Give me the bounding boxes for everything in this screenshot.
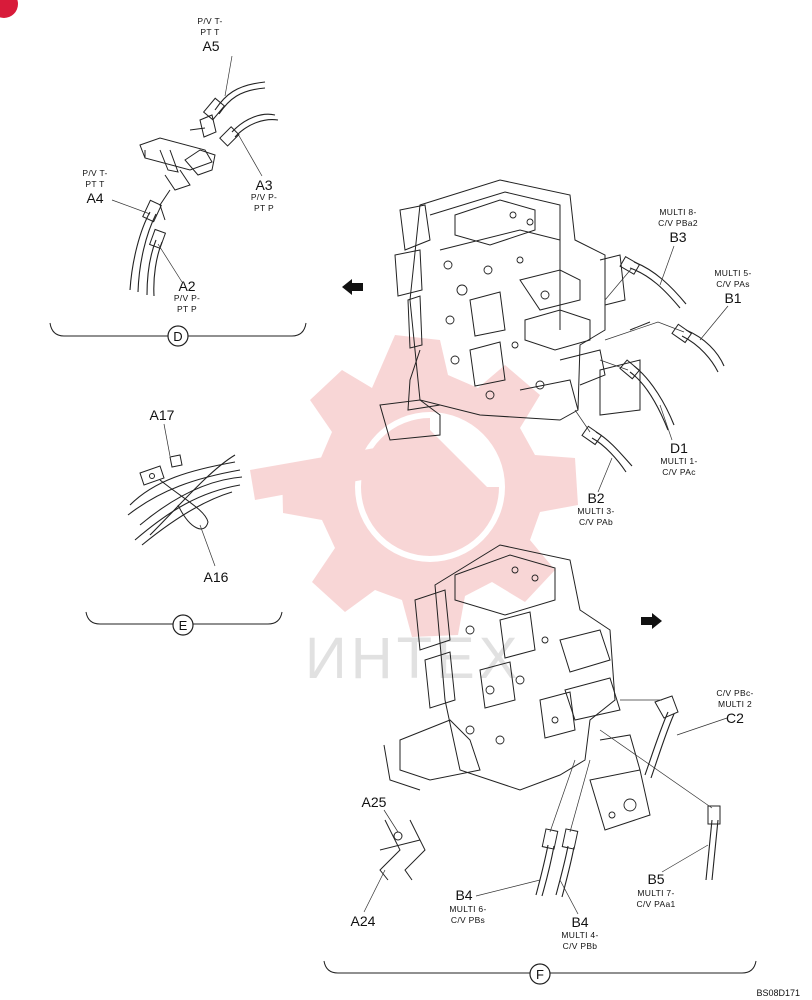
hoses-upper-valve — [574, 255, 725, 473]
svg-text:MULTI 4-: MULTI 4- — [561, 930, 598, 940]
callout-b1: MULTI 5- C/V PAs B1 — [714, 268, 751, 306]
svg-text:PT T: PT T — [200, 27, 219, 37]
view-bracket-e: E — [85, 611, 283, 636]
callout-b2: B2 MULTI 3- C/V PAb — [577, 490, 614, 527]
svg-text:PT T: PT T — [85, 179, 104, 189]
svg-text:C2: C2 — [726, 710, 744, 726]
svg-text:A2: A2 — [178, 278, 195, 294]
callout-a5: P/V T- PT T A5 — [197, 16, 222, 54]
callout-a24: A24 — [351, 913, 376, 929]
drawing-code: BS08D171 — [756, 988, 800, 998]
svg-text:MULTI 7-: MULTI 7- — [637, 888, 674, 898]
callout-b4-pbb: B4 MULTI 4- C/V PBb — [561, 914, 598, 951]
svg-text:MULTI 5-: MULTI 5- — [714, 268, 751, 278]
callout-b3: MULTI 8- C/V PBa2 B3 — [658, 207, 698, 245]
watermark-text: ИНТЕХ — [305, 626, 521, 691]
svg-text:B3: B3 — [669, 229, 686, 245]
svg-text:A16: A16 — [204, 569, 229, 585]
detail-d: P/V T- PT T A5 A3 P/V P- PT P P/V T- PT … — [49, 16, 307, 347]
svg-text:C/V PAb: C/V PAb — [579, 517, 613, 527]
view-bracket-f: F — [323, 960, 757, 985]
svg-text:C/V PAa1: C/V PAa1 — [636, 899, 675, 909]
svg-text:A4: A4 — [86, 190, 103, 206]
svg-text:A3: A3 — [255, 177, 272, 193]
callout-a4: P/V T- PT T A4 — [82, 168, 107, 206]
svg-text:C/V PBs: C/V PBs — [451, 915, 485, 925]
control-valve-lower — [383, 544, 651, 831]
svg-text:MULTI 1-: MULTI 1- — [660, 456, 697, 466]
detail-e-harness — [127, 454, 243, 546]
callout-c2: C/V PBc- MULTI 2 C2 — [716, 688, 753, 726]
svg-text:PT P: PT P — [254, 203, 274, 213]
svg-text:A25: A25 — [362, 794, 387, 810]
watermark-logo: ИНТЕХ — [250, 335, 578, 691]
callout-a17: A17 — [150, 407, 175, 423]
view-label-f: F — [536, 967, 544, 982]
svg-text:B5: B5 — [647, 871, 664, 887]
svg-text:B2: B2 — [587, 490, 604, 506]
view-bracket-d: D — [49, 322, 307, 347]
svg-text:MULTI 6-: MULTI 6- — [449, 904, 486, 914]
callout-a2: A2 P/V P- PT P — [174, 278, 200, 314]
svg-text:A17: A17 — [150, 407, 175, 423]
svg-text:C/V PBb: C/V PBb — [563, 941, 598, 951]
svg-text:B1: B1 — [724, 290, 741, 306]
callout-a16: A16 — [204, 569, 229, 585]
svg-text:A5: A5 — [202, 38, 219, 54]
view-label-e: E — [179, 618, 188, 633]
svg-text:P/V T-: P/V T- — [197, 16, 222, 26]
detail-d-assembly — [139, 114, 217, 221]
svg-text:B4: B4 — [455, 887, 472, 903]
svg-text:PT P: PT P — [177, 304, 197, 314]
svg-text:C/V PAc: C/V PAc — [662, 467, 696, 477]
control-valve-upper — [379, 179, 651, 441]
corner-marker — [0, 0, 18, 18]
callout-a25: A25 — [362, 794, 387, 810]
callout-d1: D1 MULTI 1- C/V PAc — [660, 440, 697, 477]
arrow-right-icon — [641, 613, 662, 629]
arrow-left-icon — [342, 279, 363, 295]
callout-b5: B5 MULTI 7- C/V PAa1 — [636, 871, 675, 909]
callout-a3: A3 P/V P- PT P — [251, 177, 277, 213]
svg-text:C/V PBc-: C/V PBc- — [716, 688, 753, 698]
svg-text:P/V P-: P/V P- — [174, 293, 200, 303]
svg-text:B4: B4 — [571, 914, 588, 930]
detail-d-hoses — [129, 81, 279, 297]
svg-text:MULTI 3-: MULTI 3- — [577, 506, 614, 516]
svg-text:C/V PBa2: C/V PBa2 — [658, 218, 698, 228]
svg-text:C/V PAs: C/V PAs — [716, 279, 750, 289]
svg-text:MULTI 2: MULTI 2 — [718, 699, 752, 709]
detail-e: A17 A16 E — [85, 407, 283, 636]
hoses-lower-valve — [379, 695, 721, 898]
svg-text:P/V P-: P/V P- — [251, 192, 277, 202]
svg-text:A24: A24 — [351, 913, 376, 929]
callout-b4-pbs: B4 MULTI 6- C/V PBs — [449, 887, 486, 925]
svg-text:D1: D1 — [670, 440, 688, 456]
svg-text:P/V T-: P/V T- — [82, 168, 107, 178]
svg-text:MULTI 8-: MULTI 8- — [659, 207, 696, 217]
view-label-d: D — [173, 329, 182, 344]
